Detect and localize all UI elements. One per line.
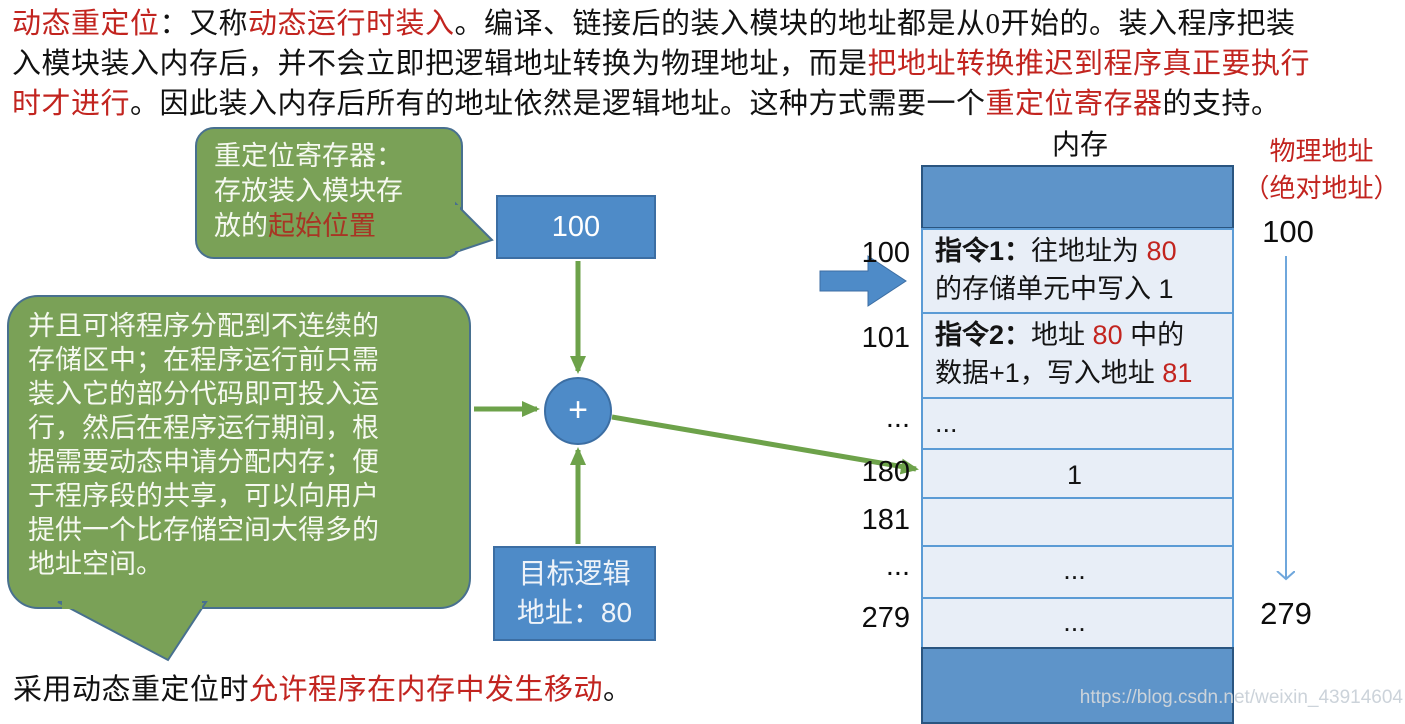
address-label-101: 101: [861, 322, 910, 354]
advantages-bubble-text: 并且可将程序分配到不连续的 存储区中；在程序运行前只需 装入它的部分代码即可投入…: [28, 311, 379, 579]
register-bubble-tail-patch: [450, 205, 460, 251]
logical-address-box: [493, 546, 656, 641]
address-label-180: 180: [861, 456, 910, 488]
address-label-181: 181: [861, 504, 910, 536]
memory-row-279: ...: [921, 597, 1234, 649]
logical-address-text: 目标逻辑 地址：80: [516, 558, 633, 628]
relocation-register-value: 100: [551, 211, 601, 243]
intro-line-2: 入模块装入内存后，并不会立即把逻辑地址转换为物理地址，而是把地址转换推迟到程序真…: [12, 48, 1311, 80]
intro-line-1: 动态重定位：又称动态运行时装入。编译、链接后的装入模块的地址都是从0开始的。装入…: [12, 8, 1296, 40]
memory-footer-band: [921, 647, 1234, 724]
address-label-dots-2: ...: [885, 550, 910, 582]
memory-title: 内存: [1051, 129, 1108, 160]
memory-header-band: [921, 165, 1234, 229]
intro-line-3: 时才进行。因此装入内存后所有的地址依然是逻辑地址。这种方式需要一个重定位寄存器的…: [12, 88, 1281, 120]
memory-row-180: 1: [921, 448, 1234, 499]
adder-plus-sign: +: [568, 391, 588, 429]
address-label-dots-1: ...: [885, 402, 910, 434]
address-label-100: 100: [861, 237, 910, 269]
arrow-adder-to-memory: [611, 414, 919, 475]
advantages-bubble-tail: [57, 601, 208, 662]
bottom-note: 采用动态重定位时允许程序在内存中发生移动。: [13, 674, 633, 706]
physical-address-start: 100: [1262, 214, 1314, 249]
physical-address-label: 物理地址 （绝对地址）: [1243, 136, 1400, 203]
watermark-url: https://blog.csdn.net/weixin_43914604: [1079, 687, 1403, 708]
register-bubble-text: 重定位寄存器：存放装入模块存放的起始位置: [214, 141, 403, 241]
register-bubble-tail: [455, 201, 494, 254]
memory-row-dots-2: ...: [921, 545, 1234, 599]
memory-row-dots-1: ...: [921, 397, 1234, 450]
address-label-279: 279: [861, 602, 910, 634]
intro-paragraph: 动态重定位：又称动态运行时装入。编译、链接后的装入模块的地址都是从0开始的。装入…: [12, 4, 1402, 124]
memory-row-101: 指令2：地址 80 中的数据+1，写入地址 81: [921, 312, 1234, 399]
register-speech-bubble: [195, 127, 463, 259]
advantages-speech-bubble: [7, 295, 471, 609]
relocation-register-box: [496, 195, 656, 259]
physical-address-end: 279: [1260, 596, 1312, 631]
memory-row-181: [921, 497, 1234, 547]
advantages-bubble-tail-patch: [62, 598, 202, 609]
current-instruction-arrow: [819, 255, 907, 307]
adder-circle: [544, 377, 612, 445]
